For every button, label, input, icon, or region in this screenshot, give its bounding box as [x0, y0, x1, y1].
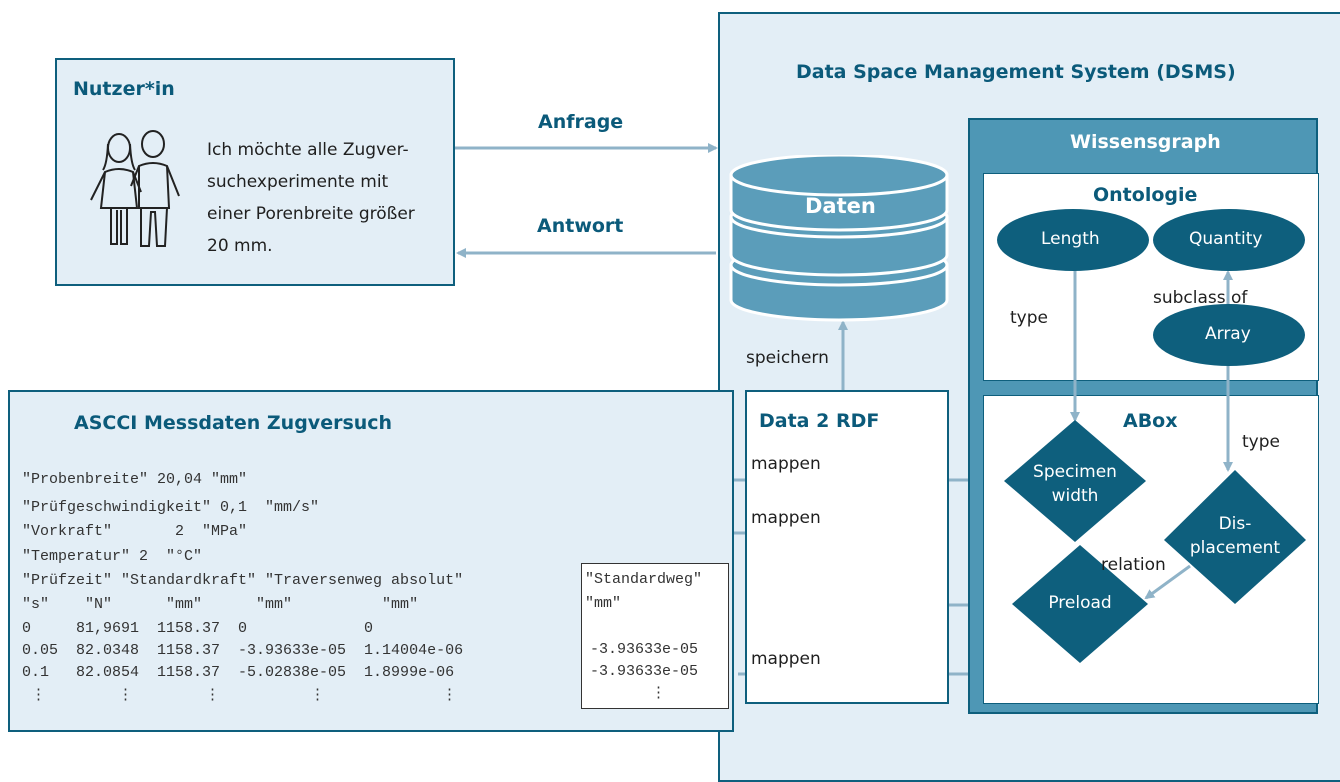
ascii-line: "s" "N" "mm" "mm" "mm": [22, 596, 419, 613]
edge-subclass-label: subclass of: [1153, 288, 1248, 308]
map-label-1: mappen: [751, 454, 821, 474]
user-text-line: suchexperimente mit: [207, 172, 389, 192]
data2rdf-title: Data 2 RDF: [759, 410, 880, 432]
node-preload-label: Preload: [1048, 593, 1112, 613]
displacement-line-1: Dis-: [1218, 514, 1252, 534]
ascii-line: ⋮ ⋮ ⋮ ⋮ ⋮: [22, 687, 458, 704]
edge-type-label-2: type: [1242, 432, 1280, 452]
node-quantity-label: Quantity: [1189, 229, 1263, 249]
user-text-line: 20 mm.: [207, 236, 273, 256]
node-length: [997, 209, 1149, 271]
ascii-line: 0.05 82.0348 1158.37 -3.93633e-05 1.1400…: [22, 642, 464, 659]
node-array-label: Array: [1205, 324, 1251, 344]
database-icon: [729, 155, 949, 322]
node-specimen-width: [1004, 420, 1146, 542]
user-request-text: Ich möchte alle Zugver- suchexperimente …: [207, 134, 415, 262]
standardweg-line: ⋮: [651, 685, 666, 702]
specimen-line-2: width: [1051, 486, 1099, 506]
specimen-line-1: Specimen: [1033, 462, 1117, 482]
user-box: Nutzer*in Ich möchte alle Zugver- suchex…: [55, 58, 455, 286]
knowledge-graph-layer: [997, 209, 1306, 663]
user-text-line: einer Porenbreite größer: [207, 204, 415, 224]
ascii-line: "Prüfzeit" "Standardkraft" "Traversenweg…: [22, 572, 464, 589]
node-specimen-label: Specimen width: [1004, 460, 1146, 508]
store-label: speichern: [746, 348, 829, 368]
ascii-line: 0.1 82.0854 1158.37 -5.02838e-05 1.8999e…: [22, 664, 455, 681]
edge-relation-label: relation: [1101, 555, 1166, 575]
ascii-data-box: ASCCI Messdaten Zugversuch: [8, 390, 734, 732]
node-quantity: [1153, 209, 1305, 271]
ascii-line: 0 81,9691 1158.37 0 0: [22, 620, 374, 637]
edge-type-label-1: type: [1010, 308, 1048, 328]
node-preload: [1012, 545, 1148, 663]
users-icon: [90, 130, 180, 247]
abox-title: ABox: [1123, 410, 1178, 432]
map-label-3: mappen: [751, 649, 821, 669]
map-label-2: mappen: [751, 508, 821, 528]
standardweg-column: [581, 563, 729, 709]
ascii-line: "Vorkraft" 2 "MPa": [22, 523, 248, 540]
knowledge-graph-title: Wissensgraph: [1070, 131, 1221, 153]
displacement-line-2: placement: [1189, 538, 1281, 558]
standardweg-line: "mm": [585, 595, 622, 612]
node-displacement-label: Dis- placement: [1164, 512, 1306, 560]
standardweg-line: -3.93633e-05: [590, 641, 699, 658]
ascii-line: "Temperatur" 2 "°C": [22, 548, 203, 565]
standardweg-line: -3.93633e-05: [590, 663, 699, 680]
node-displacement: [1164, 470, 1306, 604]
ascii-line: "Probenbreite" 20,04 "mm": [22, 471, 248, 488]
dsms-title: Data Space Management System (DSMS): [796, 61, 1236, 83]
node-array: [1153, 304, 1305, 366]
edge-relation: [1144, 564, 1191, 600]
data2rdf-box: Data 2 RDF: [745, 390, 949, 704]
request-label: Anfrage: [538, 111, 624, 133]
ascii-line: "Prüfgeschwindigkeit" 0,1 "mm/s": [22, 499, 320, 516]
user-text-line: Ich möchte alle Zugver-: [207, 140, 409, 160]
ascii-data-title: ASCCI Messdaten Zugversuch: [74, 412, 393, 434]
standardweg-line: "Standardweg": [585, 571, 703, 588]
ontology-title: Ontologie: [1093, 184, 1198, 206]
user-box-title: Nutzer*in: [73, 78, 175, 100]
standardweg-lines: "Standardweg" "mm" -3.93633e-05 -3.93633…: [585, 570, 702, 702]
response-label: Antwort: [537, 215, 624, 237]
node-length-label: Length: [1041, 229, 1100, 249]
database-label: Daten: [805, 194, 876, 218]
